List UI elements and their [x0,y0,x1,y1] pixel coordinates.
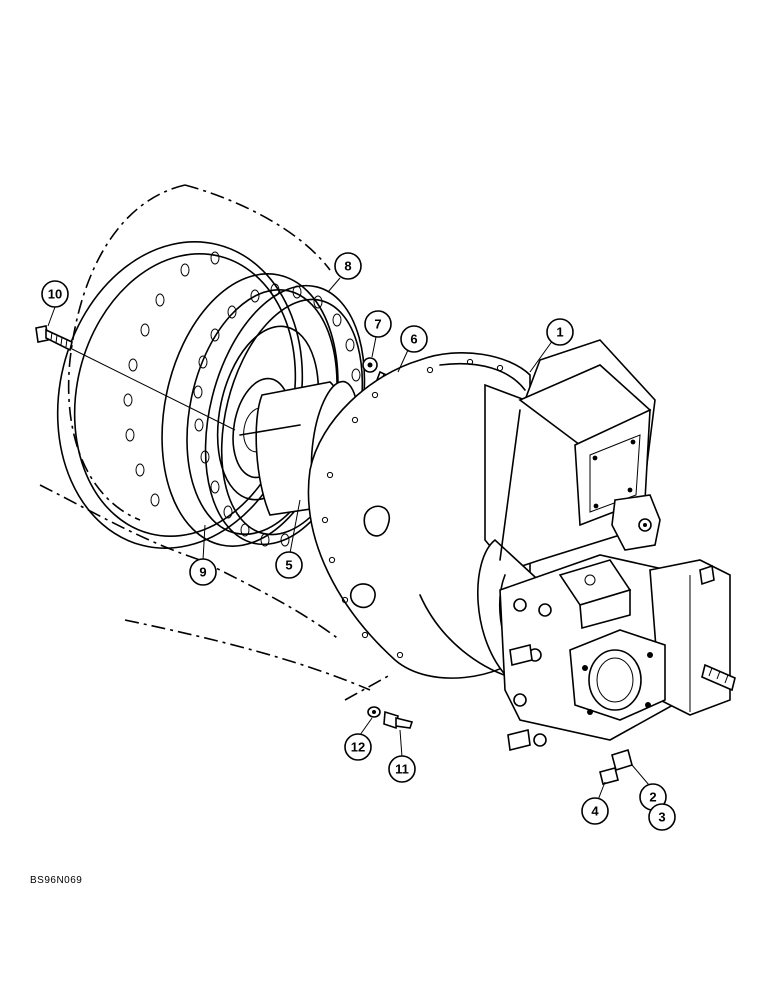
callout-5-label: 5 [285,558,292,573]
callout-3-circle [648,803,676,831]
cover-bolts [592,439,636,509]
flange-bolt-holes [193,283,361,547]
callout-7-label: 7 [374,317,381,332]
callout-9-label: 9 [199,565,206,580]
washer-7 [362,357,378,373]
callout-1-label: 1 [556,325,563,340]
callout-8-label: 8 [344,259,351,274]
callout-12-label: 12 [351,740,365,755]
callout-1-circle [546,318,574,346]
axle-housing-phantom [39,184,391,701]
callout-6-circle [400,325,428,353]
figure-reference-code: BS96N069 [30,875,83,886]
callout-6-label: 6 [410,332,417,347]
mount-bracket [611,494,661,551]
hub-bolt-holes [123,251,220,507]
callout-2-label: 2 [649,790,656,805]
callout-7-circle [364,310,392,338]
callout-9-circle [189,558,217,586]
callout-4-label: 4 [591,804,599,819]
bolt-11 [383,710,414,730]
callout-11-label: 11 [395,762,409,777]
hydraulic-motor [499,554,736,751]
callout-10-label: 10 [48,287,62,302]
bolt-10 [35,325,236,431]
motor-mount-bolts [513,598,552,747]
callout-11-circle [388,755,416,783]
callouts: 1 2 3 4 5 6 7 8 9 10 [41,252,676,831]
bell-bolt-holes [321,358,504,659]
callout-8-circle [334,252,362,280]
washer-12 [367,706,381,718]
callout-12-circle [344,733,372,761]
callout-4-circle [581,797,609,825]
callout-3-label: 3 [658,810,665,825]
callout-10-circle [41,280,69,308]
fitting-elbow [599,748,633,785]
callout-5-circle [275,551,303,579]
